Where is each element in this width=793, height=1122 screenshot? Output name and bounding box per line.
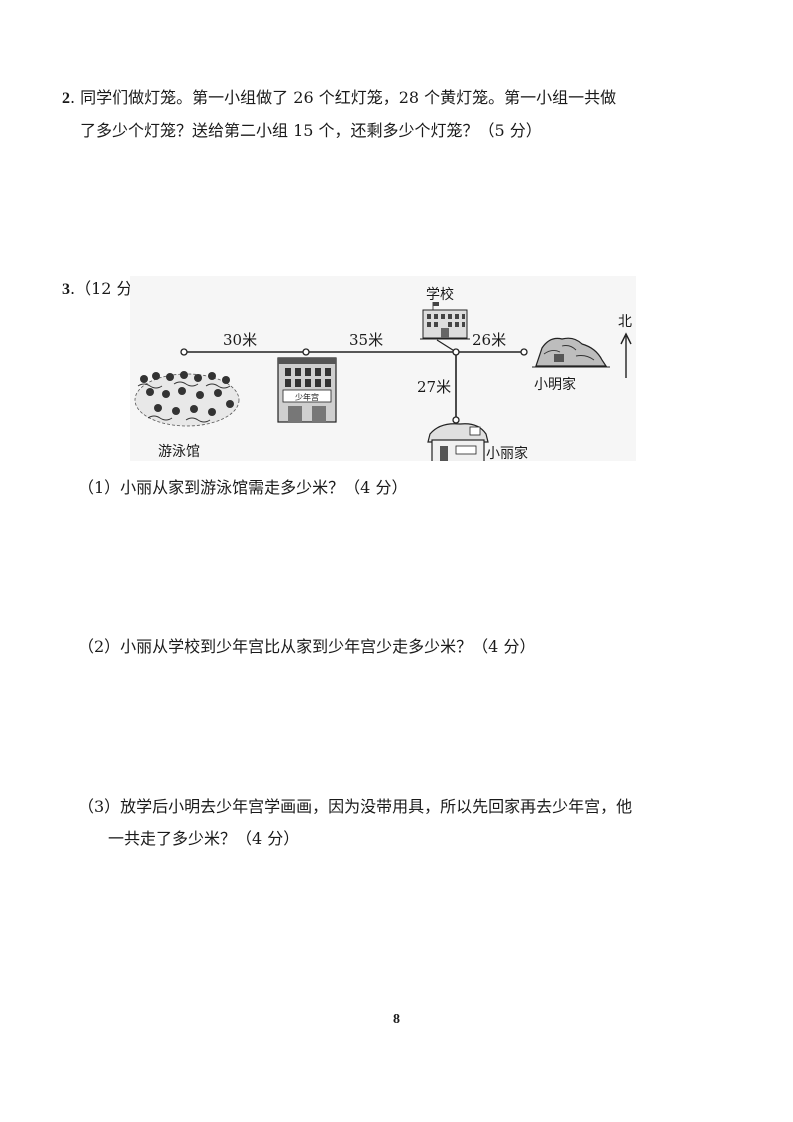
label-school: 学校 [426, 286, 454, 303]
q2-text-1: . 同学们做灯笼。第一小组做了 26 个红灯笼，28 个黄灯笼。第一小组一共做 [70, 88, 617, 107]
palace-sign: 少年宫 [295, 392, 319, 402]
q2-number: 2 [62, 90, 70, 107]
label-xiaoming: 小明家 [534, 376, 576, 393]
page-number: 8 [393, 1012, 400, 1027]
q3-header: 3.（12 分） [62, 279, 149, 300]
map-background [130, 276, 636, 461]
route-map: 30米 35米 26米 27米 游泳馆 [130, 276, 636, 461]
node-xiaoli [452, 416, 460, 424]
north-arrow-icon [620, 332, 632, 378]
q3-sub3-line-2: 一共走了多少米？（4 分） [108, 829, 300, 848]
q3-sub3-line-1: （3）放学后小明去少年宫学画画，因为没带用具，所以先回家再去少年宫，他 [78, 797, 633, 816]
xiaoming-house-icon [532, 337, 610, 368]
q3-sub2: （2）小丽从学校到少年宫比从家到少年宫少走多少米？（4 分） [78, 637, 536, 656]
distance-pool-palace: 30米 [223, 331, 257, 349]
node-palace [302, 348, 310, 356]
xiaoli-house-icon [427, 423, 489, 461]
school-path [436, 339, 457, 353]
distance-palace-junction: 35米 [349, 331, 383, 349]
q3-points: .（12 分） [70, 279, 149, 298]
label-north: 北 [618, 314, 632, 330]
swimming-pool-icon [134, 371, 240, 427]
school-icon [420, 302, 470, 340]
label-pool: 游泳馆 [158, 444, 200, 460]
node-junction [452, 348, 460, 356]
distance-junction-xiaoming: 26米 [472, 331, 506, 349]
q2-line-1: 2. 同学们做灯笼。第一小组做了 26 个红灯笼，28 个黄灯笼。第一小组一共做 [62, 88, 616, 109]
distance-junction-xiaoli: 27米 [417, 378, 451, 396]
node-xiaoming [520, 348, 528, 356]
q3-sub1: （1）小丽从家到游泳馆需走多少米？（4 分） [78, 478, 408, 497]
q2-line-2: 了多少个灯笼？送给第二小组 15 个，还剩多少个灯笼？（5 分） [80, 121, 542, 140]
label-xiaoli: 小丽家 [486, 445, 528, 461]
q3-number: 3 [62, 281, 70, 298]
youth-palace-icon [277, 357, 337, 423]
node-pool [180, 348, 188, 356]
